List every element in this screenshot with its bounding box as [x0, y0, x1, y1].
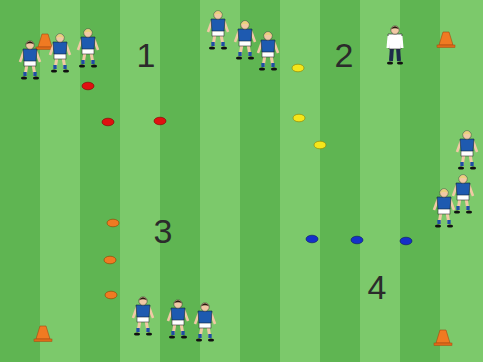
yellow-markers	[292, 64, 326, 149]
station-number-holder: 4	[368, 270, 387, 304]
callout-number: 4	[368, 270, 387, 304]
station-number-holder: 2	[335, 38, 354, 72]
callout-number: 3	[154, 214, 173, 248]
player-group	[434, 131, 477, 228]
callout-number: 2	[335, 38, 354, 72]
orange-markers	[104, 219, 119, 299]
player-group	[208, 11, 278, 71]
callout-number: 1	[137, 38, 156, 72]
station-number-holder: 3	[154, 214, 173, 248]
station-number-holder: 1	[137, 38, 156, 72]
blue-markers	[306, 235, 412, 245]
red-markers	[82, 82, 166, 126]
player-group	[133, 297, 215, 342]
corner-cones	[34, 32, 455, 346]
coach-figure	[387, 26, 403, 65]
player-group	[20, 29, 98, 80]
